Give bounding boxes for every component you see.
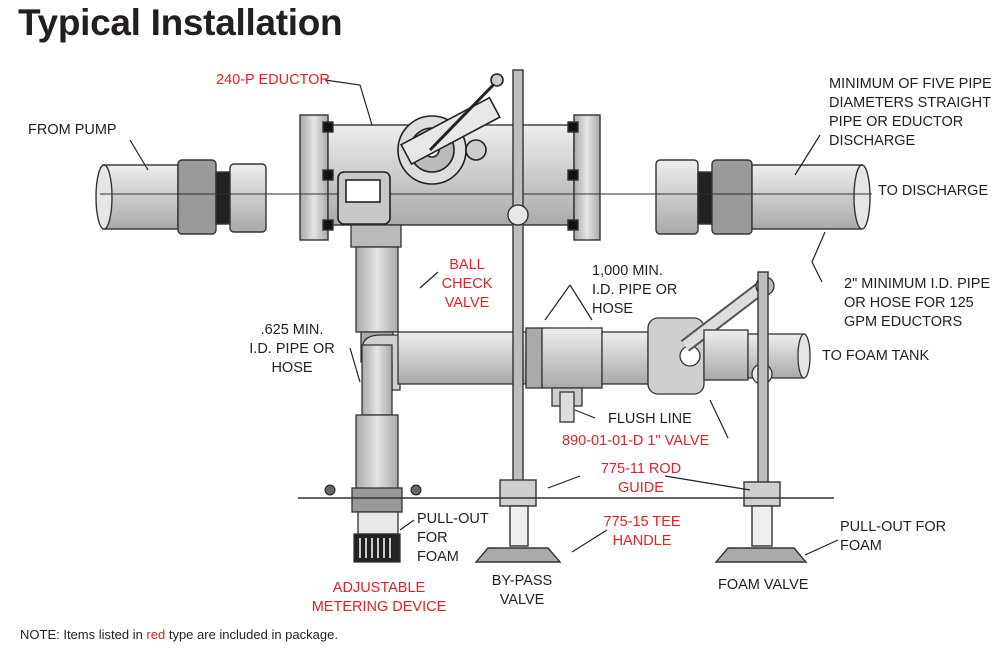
label-flush-line: FLUSH LINE bbox=[608, 411, 692, 427]
package-note: NOTE: Items listed in red type are inclu… bbox=[20, 627, 338, 642]
label-eductor: 240-P EDUCTOR bbox=[216, 72, 330, 88]
label-two-inch-min: 2" MINIMUM I.D. PIPE OR HOSE FOR 125 GPM… bbox=[844, 276, 991, 330]
label-tee-handle: 775-15 TEE HANDLE bbox=[603, 514, 681, 549]
bypass-rod bbox=[474, 69, 562, 563]
label-adjustable-metering: ADJUSTABLE METERING DEVICE bbox=[311, 580, 447, 615]
eductor-lever bbox=[337, 73, 504, 225]
label-foam-valve: FOAM VALVE bbox=[718, 577, 809, 593]
label-point625-min: .625 MIN. I.D. PIPE OR HOSE bbox=[249, 322, 335, 376]
label-from-pump: FROM PUMP bbox=[28, 122, 117, 138]
label-valve-890: 890-01-01-D 1" VALVE bbox=[562, 433, 710, 449]
foam-inlet-pipe bbox=[350, 224, 403, 563]
note-red-word: red bbox=[146, 627, 166, 642]
label-pullout-left: PULL-OUT FOR FOAM bbox=[417, 511, 489, 565]
label-rod-guide: 775-11 ROD GUIDE bbox=[600, 461, 682, 496]
page-title: Typical Installation bbox=[18, 2, 343, 43]
foam-valve-rod bbox=[714, 271, 808, 563]
label-ball-check-valve: BALL CHECK VALVE bbox=[441, 257, 493, 311]
note-suffix: type are included in package. bbox=[165, 627, 338, 642]
label-to-foam-tank: TO FOAM TANK bbox=[822, 348, 930, 364]
note-prefix: NOTE: Items listed in bbox=[20, 627, 147, 642]
panel-bolts bbox=[324, 484, 422, 496]
label-bypass-valve: BY-PASS VALVE bbox=[491, 573, 553, 608]
label-min-five-pipe: MINIMUM OF FIVE PIPE DIAMETERS STRAIGHT … bbox=[829, 76, 992, 149]
label-pullout-right: PULL-OUT FOR FOAM bbox=[840, 519, 947, 554]
label-thousand-min: 1,000 MIN. I.D. PIPE OR HOSE bbox=[592, 263, 678, 317]
main-pipe bbox=[95, 114, 871, 241]
leader-lines bbox=[129, 79, 839, 556]
label-to-discharge: TO DISCHARGE bbox=[878, 183, 989, 199]
